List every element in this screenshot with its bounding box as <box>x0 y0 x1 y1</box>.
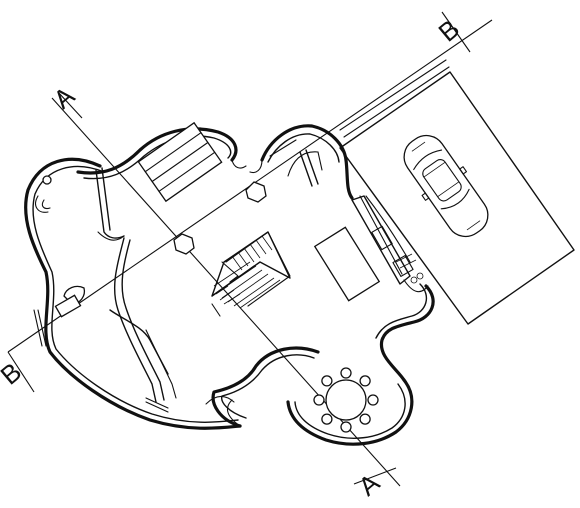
section-b-top-label: B <box>433 13 466 47</box>
dining-chair <box>340 421 352 433</box>
bedroom-furniture <box>54 285 86 318</box>
dining-chair <box>359 413 371 425</box>
car-icon <box>403 134 489 238</box>
dining-set <box>313 367 379 433</box>
toilet-icon <box>42 175 52 185</box>
dining-table <box>325 379 367 421</box>
sink-icon <box>371 225 393 251</box>
dining-chair <box>359 375 371 387</box>
exterior-walls <box>24 124 435 446</box>
columns <box>173 181 267 255</box>
section-line-b: B B <box>0 11 493 393</box>
closet-shelving <box>137 121 223 203</box>
column-icon <box>173 233 195 255</box>
kitchen-counter <box>351 195 429 293</box>
section-a-bottom-label: A <box>353 467 386 502</box>
garage-area <box>339 59 575 325</box>
door-swings <box>97 151 323 427</box>
dining-chair <box>321 413 333 425</box>
section-a-top-label: A <box>48 80 81 115</box>
section-b-bottom-label: B <box>0 356 27 390</box>
dining-chair <box>313 394 325 406</box>
kitchen-island <box>313 226 381 302</box>
interior-walls <box>95 149 319 403</box>
dining-chair <box>340 367 352 379</box>
bathroom-fixtures <box>35 175 52 213</box>
staircase <box>211 231 291 317</box>
dining-chair <box>367 394 379 406</box>
stove-icon <box>392 255 414 277</box>
side-table-icon <box>54 294 82 318</box>
dining-chair <box>321 375 333 387</box>
window-marks <box>33 139 297 413</box>
column-icon <box>245 181 267 203</box>
